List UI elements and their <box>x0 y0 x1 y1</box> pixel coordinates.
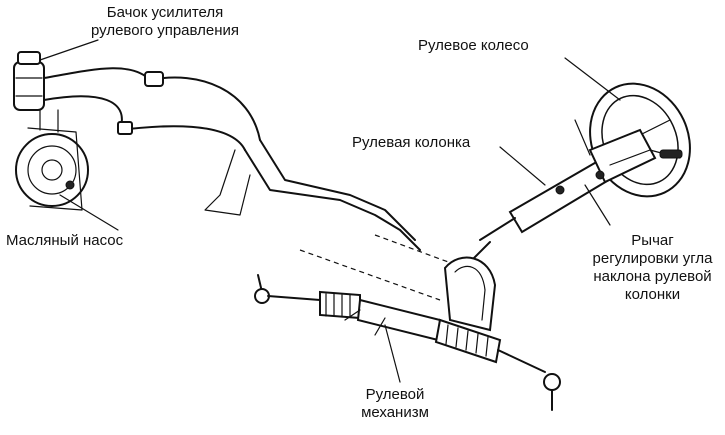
tilt-lever-label-line-4: колонки <box>624 286 681 303</box>
tilt-lever-label: Рычаг регулировки угла наклона рулевой к… <box>585 232 720 304</box>
leader-lines <box>39 39 621 383</box>
steering-wheel-label: Рулевое колесо <box>418 37 529 54</box>
reservoir-label-line-1: Бачок усилителя <box>106 4 224 21</box>
steering-gear-label-line-1: Рулевой <box>365 386 425 403</box>
steering-gear-label-line-2: механизм <box>361 404 429 421</box>
tilt-lever-label-line-1: Рычаг <box>631 232 674 249</box>
oil-pump-label: Масляный насос <box>6 232 124 249</box>
tilt-lever-label-line-2: регулировки угла <box>592 250 713 267</box>
steering-column-label: Рулевая колонка <box>352 134 471 151</box>
tilt-lever-label-line-3: наклона рулевой <box>593 268 712 285</box>
power-steering-reservoir <box>13 51 45 111</box>
reservoir-label-line-2: рулевого управления <box>90 22 240 39</box>
steering-gear-label: Рулевой механизм <box>340 386 450 422</box>
oil-pump <box>15 109 89 211</box>
pressure-hoses <box>43 67 471 301</box>
steering-gear <box>254 256 561 411</box>
reservoir-label: Бачок усилителя рулевого управления <box>80 4 250 40</box>
steering-column <box>471 119 683 261</box>
